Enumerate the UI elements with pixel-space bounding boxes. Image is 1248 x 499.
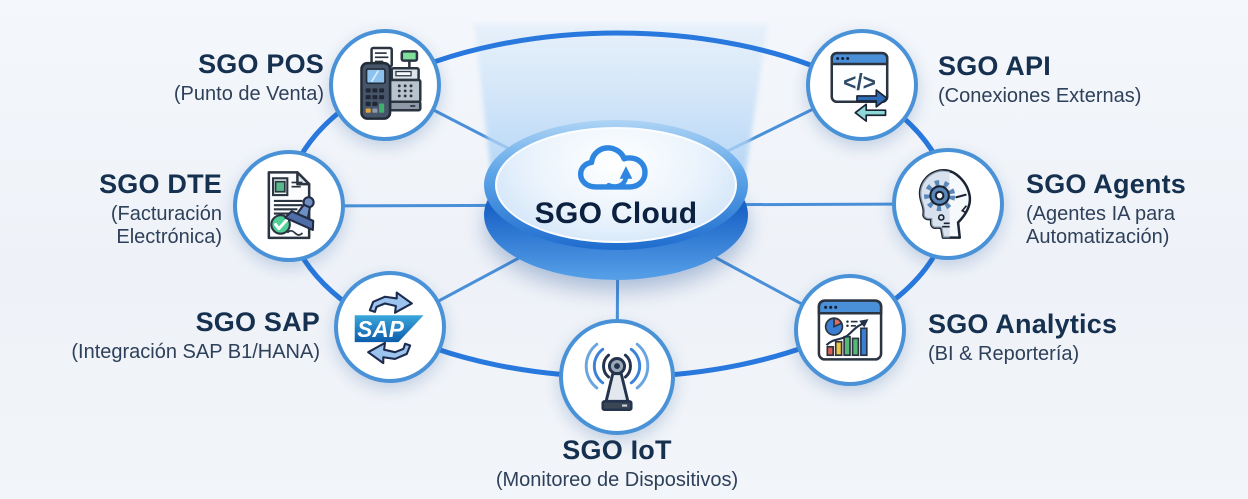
node-title: SGO API	[938, 51, 1051, 81]
node-analytics-circle	[794, 274, 906, 386]
node-subtitle: (Facturación Electrónica)	[110, 202, 222, 248]
node-title: SGO IoT	[562, 435, 672, 465]
node-agents-circle	[892, 148, 1004, 260]
ai-head-gear-icon	[918, 169, 972, 239]
node-pos-circle	[329, 29, 441, 141]
sap-sync-icon: SAP	[354, 291, 424, 365]
label-sap: SGO SAP (Integración SAP B1/HANA)	[10, 307, 320, 364]
cloud-platform: SGO Cloud	[476, 126, 756, 242]
center-title: SGO Cloud	[534, 196, 698, 230]
sap-logo-text: SAP	[357, 316, 404, 342]
node-subtitle: (Punto de Venta)	[173, 82, 324, 105]
dashboard-chart-icon	[817, 299, 883, 361]
cloud-upload-icon	[577, 144, 648, 190]
node-sap-circle: SAP	[334, 271, 446, 383]
node-title: SGO POS	[198, 49, 324, 79]
node-title: SGO SAP	[195, 307, 320, 337]
invoice-stamp-icon	[267, 171, 315, 240]
label-iot: SGO IoT (Monitoreo de Dispositivos)	[417, 435, 817, 492]
node-subtitle: (Agentes IA para Automatización)	[1026, 202, 1175, 248]
node-subtitle: (Monitoreo de Dispositivos)	[495, 468, 739, 491]
pos-terminal-icon	[360, 46, 422, 120]
node-api-circle: </>	[806, 29, 918, 141]
antenna-signal-icon	[584, 342, 650, 412]
node-title: SGO DTE	[99, 169, 222, 199]
label-analytics: SGO Analytics (BI & Reportería)	[928, 309, 1238, 366]
node-title: SGO Agents	[1026, 169, 1187, 199]
code-window-icon: </>	[830, 51, 889, 122]
label-api: SGO API (Conexiones Externas)	[938, 51, 1238, 108]
node-subtitle: (BI & Reportería)	[928, 342, 1080, 365]
label-dte: SGO DTE (Facturación Electrónica)	[10, 169, 222, 249]
code-glyph: </>	[843, 69, 876, 95]
label-agents: SGO Agents (Agentes IA para Automatizaci…	[1026, 169, 1246, 249]
node-subtitle: (Integración SAP B1/HANA)	[71, 340, 320, 363]
node-iot-circle	[559, 319, 675, 435]
node-dte-circle	[233, 150, 345, 262]
node-title: SGO Analytics	[928, 309, 1118, 339]
node-subtitle: (Conexiones Externas)	[938, 84, 1142, 107]
label-pos: SGO POS (Punto de Venta)	[40, 49, 324, 106]
